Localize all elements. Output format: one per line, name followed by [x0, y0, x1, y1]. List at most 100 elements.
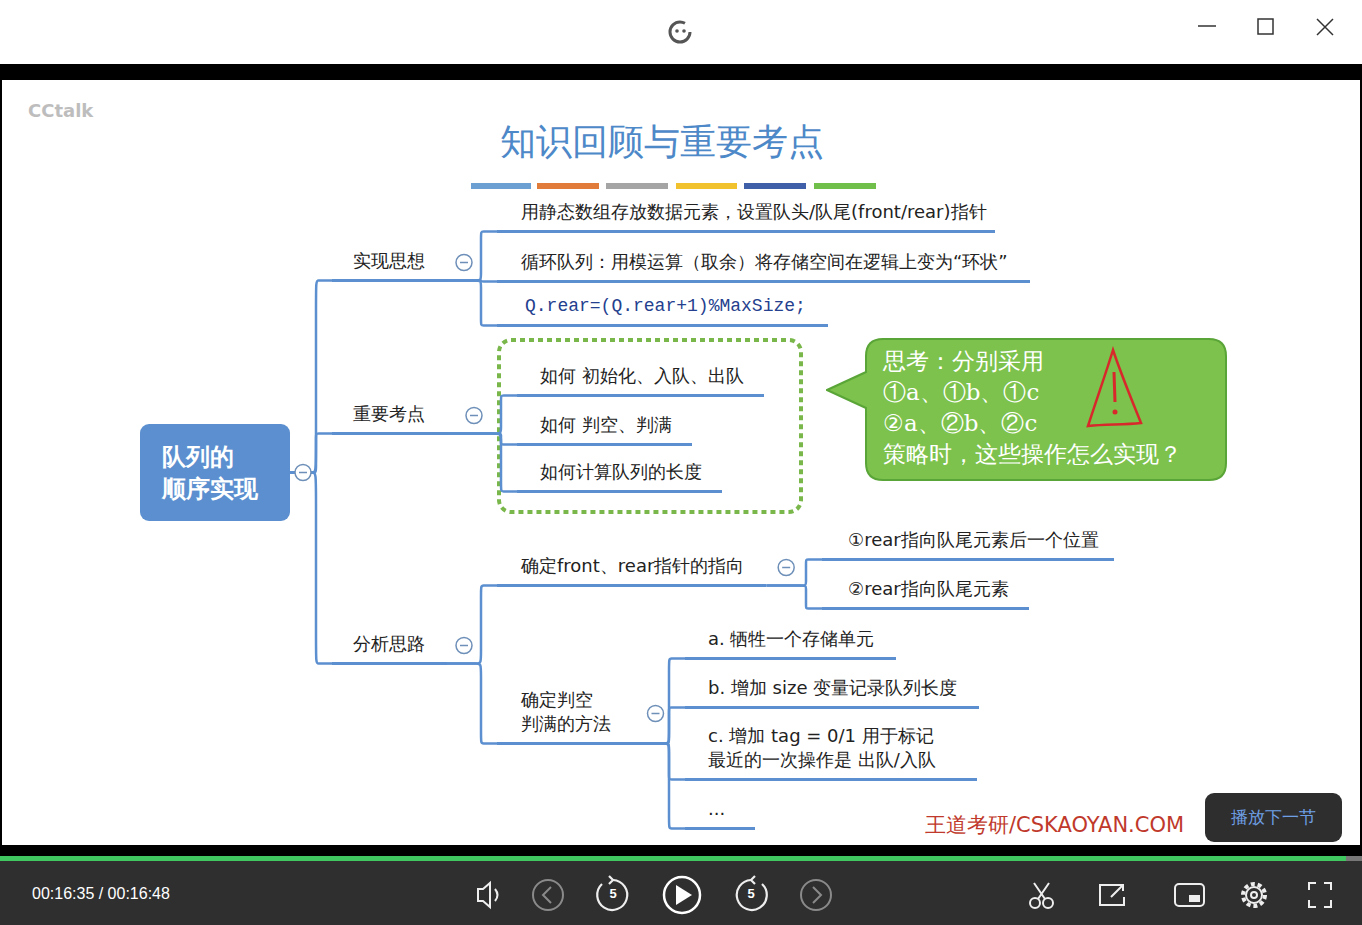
close-icon — [1317, 19, 1333, 35]
title-bar-stripe — [744, 183, 806, 189]
collapse-minus — [299, 472, 307, 474]
topic-text: 循环队列：用模运算（取余）将存储空间在逻辑上变为“环状” — [521, 250, 1008, 274]
minimize-icon — [1198, 25, 1216, 27]
topic-text: 用静态数组存放数据元素，设置队头/队尾(front/rear)指针 — [521, 200, 987, 224]
app-logo-dot — [675, 29, 679, 33]
share-arrow — [1111, 885, 1123, 897]
topic-item: 如何计算队列的长度 — [517, 454, 722, 493]
topic-text: ①rear指向队尾元素后一个位置 — [848, 528, 1099, 552]
topic-text: 如何 初始化、入队、出队 — [540, 364, 744, 388]
app-logo — [670, 22, 690, 42]
settings-ring — [1246, 887, 1262, 903]
warning-triangle — [1088, 350, 1141, 426]
collapse-toggle — [466, 408, 482, 424]
button-text: 播放下一节 — [1231, 806, 1316, 829]
branch-line — [642, 659, 685, 744]
collapse-minus — [460, 262, 468, 264]
play-icon — [664, 877, 700, 913]
previous-chevron — [543, 887, 551, 903]
window-titlebar — [0, 0, 1362, 64]
branch-line — [642, 744, 685, 829]
maximize-icon — [1258, 19, 1273, 34]
title-bar-stripe — [606, 183, 668, 189]
title-bar-stripe — [814, 183, 876, 189]
previous-icon — [533, 880, 563, 910]
callout-outline — [827, 339, 1226, 480]
watermark: CCtalk — [28, 100, 93, 121]
topic-item: 确定front、rear指针的指向 — [497, 548, 766, 587]
branch-line — [290, 434, 332, 473]
title-bar-stripe — [537, 183, 599, 189]
collapse-circle — [778, 560, 794, 576]
collapse-toggle — [456, 255, 472, 271]
topic-text: ... — [708, 797, 725, 821]
topic-item: ... — [685, 791, 755, 830]
scissors-icon — [1043, 898, 1053, 908]
branch-line — [447, 586, 497, 664]
warning-sign — [1061, 346, 1211, 439]
forward-arrowhead — [751, 876, 755, 884]
branch-line — [290, 473, 332, 664]
collapse-toggle — [778, 560, 794, 576]
topic-item: ②rear指向队尾元素 — [822, 571, 1029, 610]
topic-item: 用静态数组存放数据元素，设置队头/队尾(front/rear)指针 — [497, 194, 995, 233]
topic-text: 队列的 顺序实现 — [162, 441, 268, 505]
branch-line — [766, 560, 822, 586]
topic-item: c. 增加 tag = 0/1 用于标记 最近的一次操作是 出队/入队 — [685, 718, 977, 781]
fullscreen-icon — [1309, 883, 1331, 907]
topic-root: 队列的 顺序实现 — [140, 424, 290, 521]
playback-time: 00:16:35 / 00:16:48 — [32, 885, 170, 903]
branch-line — [766, 586, 822, 609]
control-bar — [0, 861, 1362, 925]
topic-item: 确定判空 判满的方法 — [497, 682, 642, 745]
progress-rest — [1346, 856, 1362, 861]
collapse-minus — [652, 713, 660, 715]
branch-line — [290, 281, 332, 473]
skip-seconds: 5 — [606, 886, 620, 901]
topic-text: 重要考点 — [353, 402, 425, 426]
topic-text: 确定判空 判满的方法 — [521, 688, 632, 736]
topic-item: ①rear指向队尾元素后一个位置 — [822, 522, 1114, 561]
topic-item: a. 牺牲一个存储单元 — [685, 621, 896, 660]
branch-line — [447, 434, 517, 492]
title-bar-stripe — [676, 183, 737, 189]
warning-dot — [1113, 410, 1118, 415]
callout-text: 思考：分别采用 ①a、①b、①c ②a、②b、②c 策略时，这些操作怎么实现？ — [883, 346, 1211, 470]
collapse-circle — [648, 706, 664, 722]
topic-item: Q.rear=(Q.rear+1)%MaxSize; — [497, 288, 828, 327]
next-icon — [801, 880, 831, 910]
topic-item: 循环队列：用模运算（取余）将存储空间在逻辑上变为“环状” — [497, 244, 1030, 283]
topic-text: c. 增加 tag = 0/1 用于标记 最近的一次操作是 出队/入队 — [708, 724, 971, 772]
pip-inner — [1189, 895, 1200, 902]
collapse-minus — [782, 567, 790, 569]
topic-text: 分析思路 — [353, 632, 425, 656]
settings-icon — [1243, 884, 1265, 906]
topic-text: 如何 判空、判满 — [540, 413, 672, 437]
topic-text: ②rear指向队尾元素 — [848, 577, 1009, 601]
pip-icon — [1175, 884, 1204, 906]
warning-holder — [1061, 346, 1211, 439]
topic-text: 实现思想 — [353, 249, 425, 273]
rewind-icon — [597, 880, 627, 910]
collapse-circle — [295, 465, 311, 481]
topic-item: 实现思想 — [332, 243, 447, 282]
collapse-circle — [466, 408, 482, 424]
dashed-group-frame — [499, 340, 801, 512]
collapse-minus — [470, 415, 478, 417]
scissors-icon — [1030, 898, 1040, 908]
title-bar-stripe — [471, 183, 531, 189]
topic-item: b. 增加 size 变量记录队列长度 — [685, 670, 979, 709]
collapse-minus — [460, 645, 468, 647]
callout-bubble: 思考：分别采用 ①a、①b、①c ②a、②b、②c 策略时，这些操作怎么实现？ — [826, 338, 1227, 481]
progress-played — [0, 856, 1346, 861]
branch-line — [447, 396, 517, 434]
rewind-arrowhead — [609, 876, 613, 884]
branch-line — [447, 434, 517, 445]
settings-hub — [1251, 892, 1257, 898]
branch-line — [447, 232, 497, 281]
next-button: 播放下一节 — [1205, 793, 1342, 842]
next-chevron — [813, 887, 821, 903]
topic-text: b. 增加 size 变量记录队列长度 — [708, 676, 957, 700]
collapse-circle — [456, 638, 472, 654]
topic-text: 如何计算队列的长度 — [540, 460, 702, 484]
